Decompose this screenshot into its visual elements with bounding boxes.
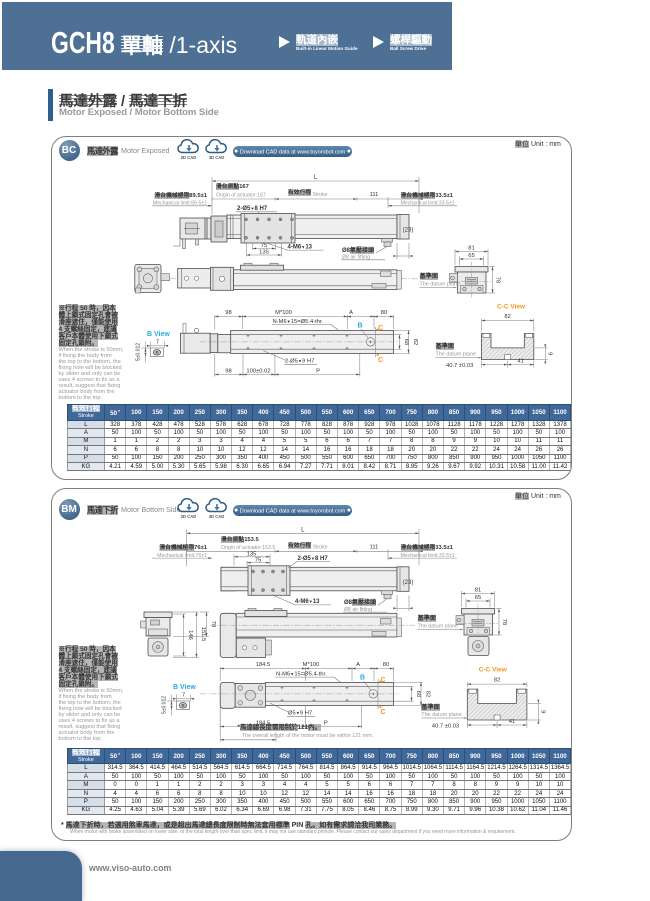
svg-text:C-C View: C-C View [497, 304, 526, 311]
svg-text:151.5: 151.5 [200, 627, 206, 642]
svg-text:68: 68 [403, 339, 409, 345]
svg-text:The datum plane: The datum plane [421, 712, 461, 718]
svg-text:75: 75 [261, 243, 267, 249]
svg-text:A: A [349, 310, 353, 316]
svg-text:L: L [314, 175, 318, 181]
svg-text:The datum plane: The datum plane [418, 624, 458, 630]
svg-text:98: 98 [225, 310, 231, 316]
svg-text:80: 80 [381, 310, 387, 316]
svg-text:40.7 ±0.03: 40.7 ±0.03 [432, 724, 459, 730]
svg-text:Mechanical limit:89.5±1: Mechanical limit:89.5±1 [153, 201, 207, 207]
svg-text:B: B [360, 675, 365, 682]
svg-text:P: P [324, 721, 328, 727]
svg-text:81: 81 [468, 246, 474, 252]
svg-text:Ø8 air fitting: Ø8 air fitting [342, 255, 370, 261]
svg-text:Origin of actuator:167: Origin of actuator:167 [216, 193, 266, 199]
svg-text:Mechanical limit:33.5±1: Mechanical limit:33.5±1 [401, 201, 455, 207]
svg-text:C: C [378, 325, 383, 332]
svg-text:9: 9 [546, 352, 552, 355]
svg-text:Mechanical limit:76±1: Mechanical limit:76±1 [157, 553, 207, 559]
svg-text:The overall length of the moto: The overall length of the motor must be … [242, 733, 374, 739]
svg-text:Stroke: Stroke [313, 192, 328, 198]
svg-text:78: 78 [210, 621, 216, 627]
svg-text:81: 81 [475, 588, 481, 594]
svg-text:75: 75 [255, 557, 261, 563]
svg-text:78: 78 [495, 277, 501, 283]
svg-text:2-Ø5▼9 H7: 2-Ø5▼9 H7 [285, 359, 314, 365]
svg-text:40.7 ±0.03: 40.7 ±0.03 [446, 363, 473, 369]
svg-text:Origin of actuator:153.5: Origin of actuator:153.5 [221, 545, 275, 551]
svg-text:80: 80 [383, 662, 389, 668]
svg-text:9: 9 [539, 710, 545, 713]
svg-text:C: C [381, 709, 386, 716]
svg-text:41: 41 [509, 719, 515, 725]
svg-text:Mechanical limit:33.5±1: Mechanical limit:33.5±1 [401, 553, 455, 559]
svg-text:78: 78 [501, 619, 507, 625]
svg-text:65: 65 [468, 253, 474, 259]
svg-text:M*100: M*100 [303, 662, 320, 668]
svg-text:82: 82 [412, 339, 418, 345]
svg-text:C-C View: C-C View [479, 667, 508, 674]
svg-text:82: 82 [494, 678, 500, 684]
svg-text:C: C [381, 677, 386, 684]
svg-text:41: 41 [517, 359, 523, 365]
svg-text:2-Ø5▼8 H7: 2-Ø5▼8 H7 [298, 556, 329, 562]
svg-text:65: 65 [475, 595, 481, 601]
svg-text:184.5: 184.5 [256, 662, 271, 668]
svg-text:184.5: 184.5 [256, 721, 271, 727]
svg-text:111: 111 [370, 544, 379, 550]
svg-text:The datum plane: The datum plane [436, 352, 476, 358]
svg-text:B View: B View [173, 684, 196, 691]
svg-text:68: 68 [415, 691, 421, 697]
svg-text:135: 135 [247, 551, 257, 557]
svg-text:135: 135 [259, 250, 269, 256]
svg-text:(23): (23) [403, 228, 414, 234]
svg-text:4-M6▼13: 4-M6▼13 [288, 244, 313, 250]
svg-text:P: P [316, 369, 320, 375]
svg-text:7: 7 [156, 340, 159, 346]
svg-text:146: 146 [187, 630, 193, 640]
svg-text:The datum plane: The datum plane [420, 282, 460, 288]
svg-text:Stroke: Stroke [313, 544, 328, 550]
svg-text:M*100: M*100 [275, 310, 292, 316]
svg-text:98: 98 [225, 369, 231, 375]
svg-text:4-M6▼13: 4-M6▼13 [295, 599, 320, 605]
svg-text:2-Ø5▼8 H7: 2-Ø5▼8 H7 [237, 206, 268, 212]
svg-text:7: 7 [182, 693, 185, 699]
svg-text:B View: B View [147, 331, 170, 338]
svg-text:Ø8 air fitting: Ø8 air fitting [344, 607, 372, 613]
svg-text:C: C [378, 357, 383, 364]
svg-text:5±0.012: 5±0.012 [136, 343, 142, 361]
svg-text:82: 82 [504, 314, 510, 320]
svg-text:111: 111 [370, 192, 379, 198]
svg-text:B: B [358, 323, 363, 330]
svg-text:N-M6▼15=Ø5.4-thr.: N-M6▼15=Ø5.4-thr. [276, 671, 327, 677]
svg-text:N-M6▼15=Ø5.4-thr.: N-M6▼15=Ø5.4-thr. [273, 319, 324, 325]
svg-text:L: L [301, 527, 305, 533]
svg-text:5±0.012: 5±0.012 [162, 696, 168, 714]
svg-text:100±0.02: 100±0.02 [246, 369, 270, 375]
svg-text:(23): (23) [403, 580, 414, 586]
svg-text:A: A [356, 662, 360, 668]
svg-text:Ø5▼9 H7: Ø5▼9 H7 [288, 711, 312, 717]
svg-text:82: 82 [425, 691, 431, 697]
